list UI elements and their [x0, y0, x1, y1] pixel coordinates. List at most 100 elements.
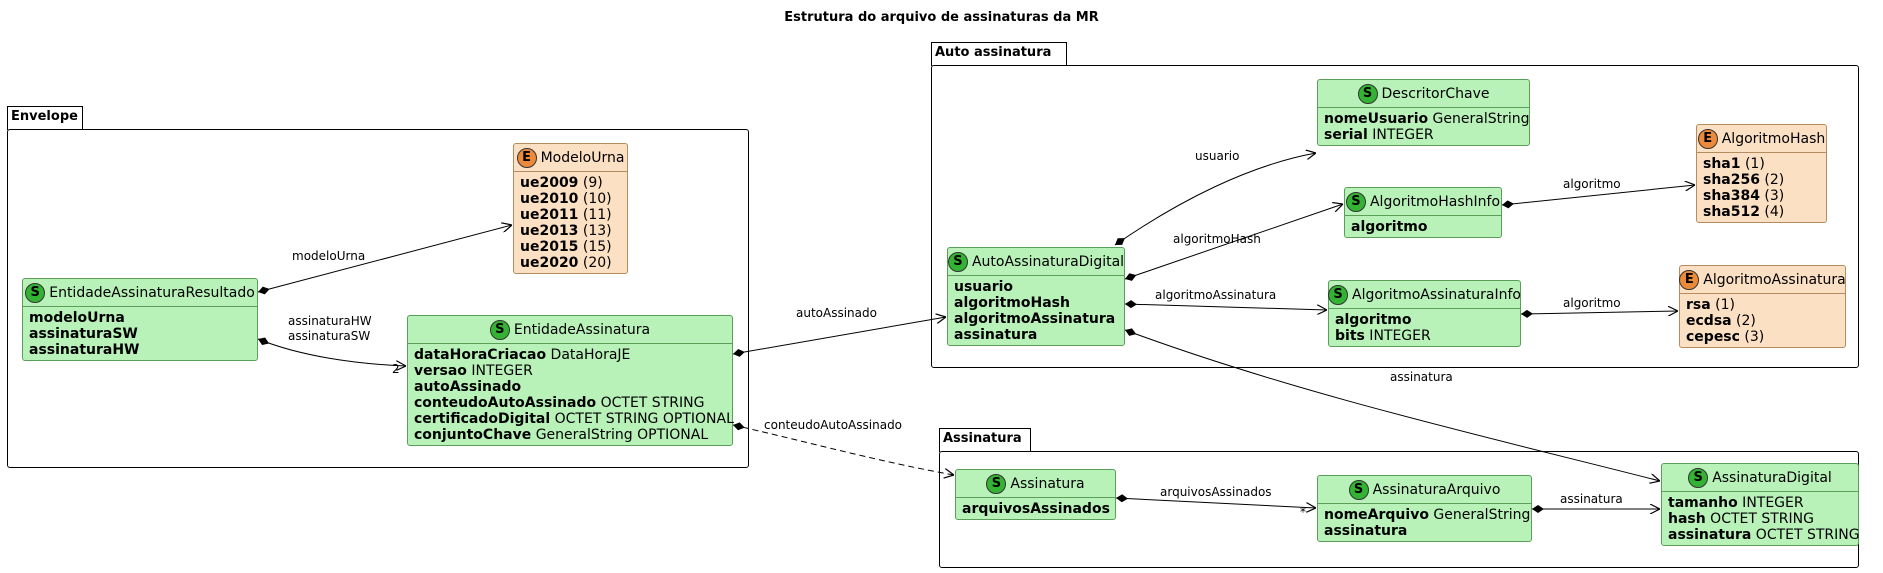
attribute-name: assinatura	[1324, 523, 1408, 539]
attribute-name: cepesc	[1686, 329, 1740, 345]
attribute-type: INTEGER	[466, 363, 533, 379]
attribute-row: cepesc (3)	[1686, 329, 1839, 345]
attribute-row: assinatura OCTET STRING	[1668, 527, 1860, 543]
attribute-row: ue2009 (9)	[520, 175, 621, 191]
attribute-row: assinaturaSW	[29, 326, 251, 342]
edge-arquivos-assinados	[1115, 498, 1316, 508]
attribute-row: conjuntoChave GeneralString OPTIONAL	[414, 427, 726, 443]
attribute-name: dataHoraCriacao	[414, 347, 547, 363]
struct-badge-icon: S	[986, 473, 1007, 494]
attribute-name: nomeUsuario	[1324, 111, 1429, 127]
diagram-title: Estrutura do arquivo de assinaturas da M…	[784, 10, 1099, 25]
attribute-type: DataHoraJE	[546, 347, 631, 363]
attribute-row: algoritmoAssinatura	[954, 311, 1118, 327]
attribute-name: sha256	[1703, 172, 1760, 188]
class-name: AlgoritmoAssinaturaInfo	[1352, 286, 1521, 303]
multiplicity-star: *	[1300, 505, 1306, 519]
struct-badge-icon: S	[1348, 479, 1369, 500]
attribute-row: ue2010 (10)	[520, 191, 621, 207]
attribute-type: INTEGER	[1364, 328, 1431, 344]
attribute-type: INTEGER	[1737, 495, 1804, 511]
attribute-row: ue2015 (15)	[520, 239, 621, 255]
class-name: AlgoritmoAssinatura	[1703, 271, 1846, 288]
attribute-name: arquivosAssinados	[962, 501, 1110, 517]
attribute-name: autoAssinado	[414, 379, 522, 395]
attribute-row: dataHoraCriacao DataHoraJE	[414, 347, 726, 363]
enum-badge-icon: E	[516, 147, 537, 168]
edge-modelo-urna	[257, 225, 512, 292]
attribute-name: sha512	[1703, 204, 1760, 220]
struct-badge-icon: S	[947, 251, 968, 272]
edge-label-usuario: usuario	[1195, 149, 1240, 163]
class-attributes: arquivosAssinados	[956, 498, 1115, 519]
attribute-name: ue2015	[520, 239, 579, 255]
attribute-name: ue2010	[520, 191, 579, 207]
struct-badge-icon: S	[1357, 83, 1378, 104]
attribute-name: algoritmoAssinatura	[954, 311, 1116, 327]
attribute-row: conteudoAutoAssinado OCTET STRING	[414, 395, 726, 411]
edge-label-assinatura-long: assinatura	[1390, 370, 1453, 384]
class-name: AssinaturaDigital	[1712, 469, 1832, 486]
package-tab-envelope: Envelope	[7, 106, 83, 130]
attribute-row: ue2013 (13)	[520, 223, 621, 239]
attribute-type: (9)	[578, 175, 603, 191]
attribute-name: ue2011	[520, 207, 579, 223]
attribute-type: GeneralString	[1428, 507, 1531, 523]
attribute-type: (3)	[1759, 188, 1785, 204]
attribute-row: sha1 (1)	[1703, 156, 1820, 172]
edge-label-conteudo-auto-assinado: conteudoAutoAssinado	[764, 418, 903, 432]
struct-badge-icon: S	[25, 282, 46, 303]
edge-label-algoritmo-hash-enum: algoritmo	[1563, 177, 1621, 191]
attribute-row: sha512 (4)	[1703, 204, 1820, 220]
attribute-name: bits	[1335, 328, 1365, 344]
attribute-row: usuario	[954, 279, 1118, 295]
edge-algoritmo-assinatura	[1124, 304, 1327, 310]
edge-label-auto-assinado: autoAssinado	[796, 306, 877, 320]
attribute-type: (15)	[578, 239, 612, 255]
edge-label-assinatura-hw: assinaturaHW	[288, 314, 372, 328]
class-name: AlgoritmoHashInfo	[1369, 193, 1501, 210]
attribute-type: (3)	[1739, 329, 1765, 345]
class-attributes: algoritmo	[1345, 216, 1501, 237]
edge-assinatura-sw-hw	[257, 339, 406, 366]
class-name: Assinatura	[1010, 475, 1085, 492]
class-attributes: ue2009 (9)ue2010 (10)ue2011 (11)ue2013 (…	[514, 172, 627, 273]
class-name: AlgoritmoHash	[1721, 130, 1826, 147]
attribute-type: (1)	[1710, 297, 1735, 313]
attribute-name: ecdsa	[1686, 313, 1732, 329]
attribute-row: ue2011 (11)	[520, 207, 621, 223]
attribute-row: nomeUsuario GeneralString	[1324, 111, 1530, 127]
attribute-row: modeloUrna	[29, 310, 251, 326]
attribute-row: algoritmo	[1335, 312, 1514, 328]
edge-conteudo-auto-assinado	[732, 425, 954, 475]
class-name: EntidadeAssinatura	[513, 321, 651, 338]
attribute-name: assinatura	[1668, 527, 1752, 543]
attribute-name: sha1	[1703, 156, 1741, 172]
attribute-type: OCTET STRING	[1751, 527, 1860, 543]
attribute-name: ue2020	[520, 255, 579, 271]
attribute-type: INTEGER	[1367, 127, 1434, 143]
attribute-row: assinatura	[1324, 523, 1525, 539]
attribute-name: certificadoDigital	[414, 411, 551, 427]
attribute-row: sha384 (3)	[1703, 188, 1820, 204]
attribute-row: algoritmo	[1351, 219, 1495, 235]
struct-badge-icon: S	[489, 319, 510, 340]
class-attributes: rsa (1)ecdsa (2)cepesc (3)	[1680, 294, 1845, 347]
